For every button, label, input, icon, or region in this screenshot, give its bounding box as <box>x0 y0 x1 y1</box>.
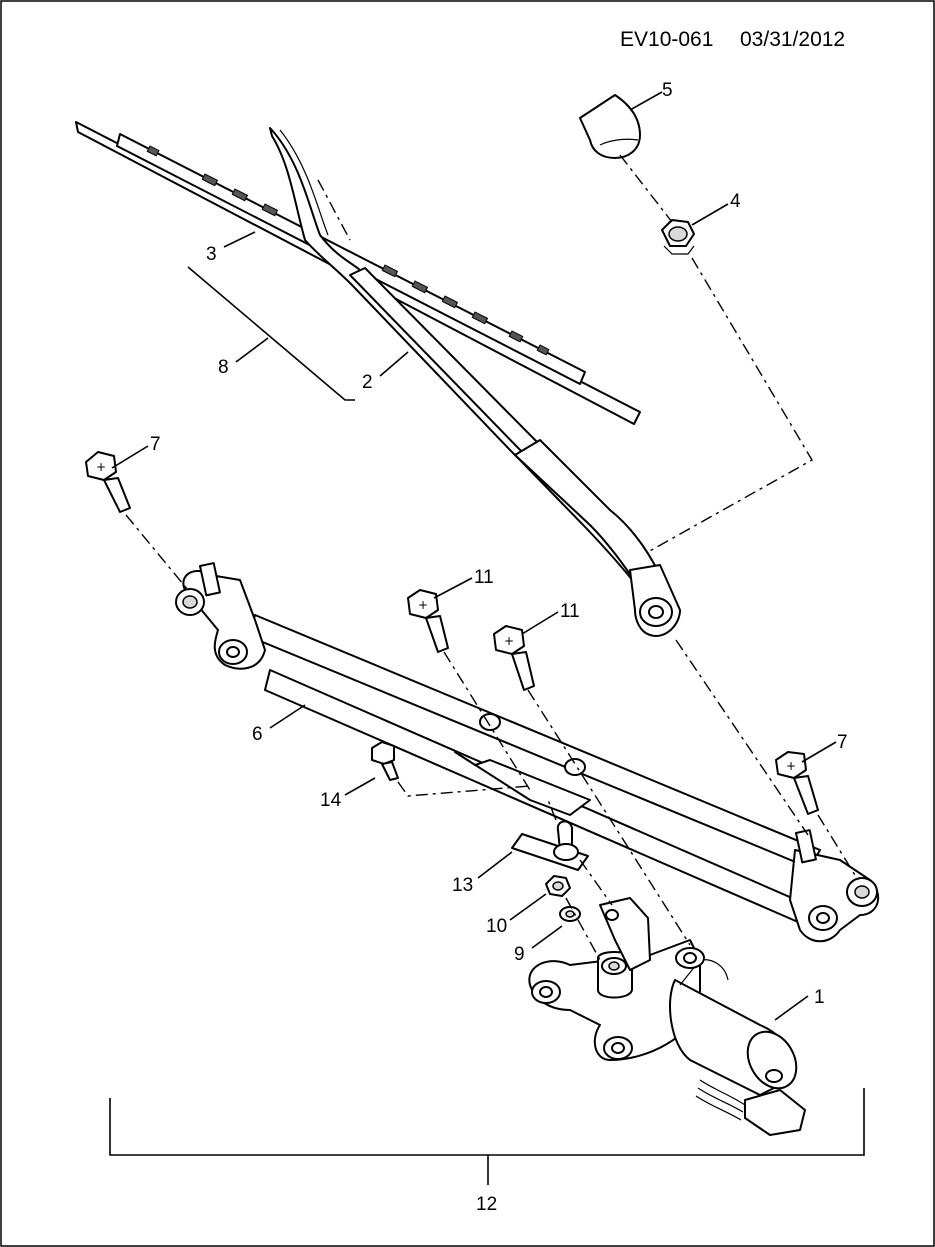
bolt-11-right: + <box>493 625 535 691</box>
callout-10: 10 <box>486 916 507 937</box>
callout-2: 2 <box>362 372 373 393</box>
washer-9 <box>559 906 581 922</box>
callout-11-left: 11 <box>474 567 494 588</box>
svg-text:+: + <box>418 598 428 612</box>
wiper-linkage <box>175 562 880 943</box>
callout-labels: 1 2 3 4 5 6 7 7 8 9 10 11 11 12 13 14 <box>150 80 848 1215</box>
callout-12: 12 <box>476 1194 497 1215</box>
bolt-7-left: + <box>85 451 131 513</box>
callout-5: 5 <box>662 80 673 101</box>
callout-7-right: 7 <box>837 732 848 753</box>
document-date: 03/31/2012 <box>740 28 845 51</box>
nut-10 <box>545 875 571 897</box>
callout-14: 14 <box>320 790 342 811</box>
bolt-14 <box>371 741 399 781</box>
callout-1: 1 <box>814 987 825 1008</box>
callout-9: 9 <box>514 944 525 965</box>
ground-bracket <box>511 820 589 871</box>
bolt-7-right: + <box>775 751 819 815</box>
assembly-lines <box>125 154 859 961</box>
callout-13: 13 <box>452 875 473 896</box>
wiper-arm <box>269 127 681 637</box>
svg-text:+: + <box>96 460 106 474</box>
callout-3: 3 <box>206 244 217 265</box>
bolt-11-left: + <box>407 589 449 653</box>
arm-cap <box>579 94 641 159</box>
callout-6: 6 <box>252 724 263 745</box>
callout-7-left: 7 <box>150 434 161 455</box>
callout-11-right: 11 <box>560 601 580 622</box>
document-id: EV10-061 <box>620 28 713 51</box>
hex-nut <box>661 219 695 255</box>
svg-text:+: + <box>786 759 796 773</box>
leader-lines <box>109 91 865 1185</box>
callout-8: 8 <box>218 357 229 378</box>
wiper-motor <box>528 897 806 1136</box>
callout-4: 4 <box>730 191 741 212</box>
svg-text:+: + <box>504 634 514 648</box>
